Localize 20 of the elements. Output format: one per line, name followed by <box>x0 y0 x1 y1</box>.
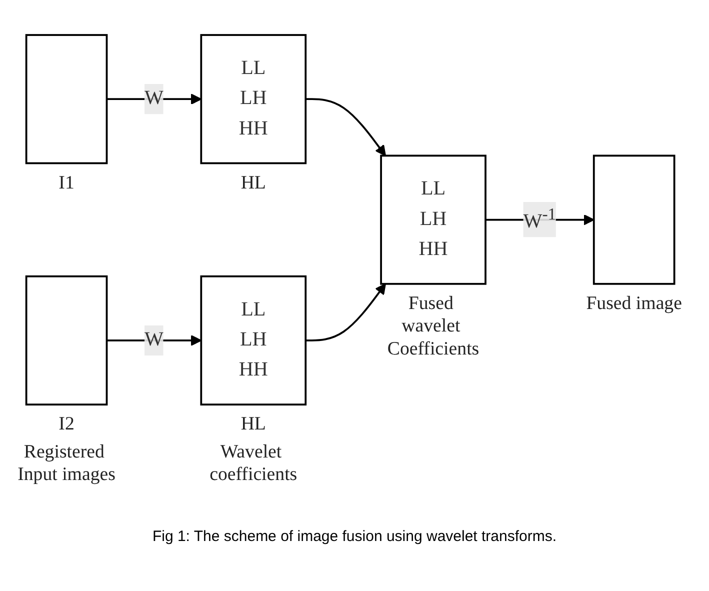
edge-label: W <box>144 329 164 350</box>
node-box: LL LH HH <box>200 34 307 164</box>
node-box: LL LH HH <box>380 154 486 285</box>
node-box <box>25 275 108 406</box>
edge-label: W <box>144 88 164 110</box>
node-caption: HL <box>240 414 266 435</box>
node-caption: Wavelet coefficients <box>210 441 298 485</box>
node-caption: I1 <box>58 172 74 194</box>
arrow <box>306 98 386 156</box>
node-box: LL LH HH <box>200 275 307 406</box>
edge-label: W$^{-1}$ <box>523 204 556 233</box>
arrow <box>306 283 386 342</box>
figure-caption: Fig 1: The scheme of image fusion using wavelet transforms. <box>151 528 558 545</box>
node-caption: HL <box>240 172 266 194</box>
node-box <box>25 34 108 164</box>
node-caption: Fused wavelet Coefficients <box>387 293 480 360</box>
node-box <box>592 154 676 285</box>
node-caption: Fused image <box>586 293 682 314</box>
node-caption: Registered Input images <box>18 441 116 485</box>
node-caption: I2 <box>58 414 74 435</box>
